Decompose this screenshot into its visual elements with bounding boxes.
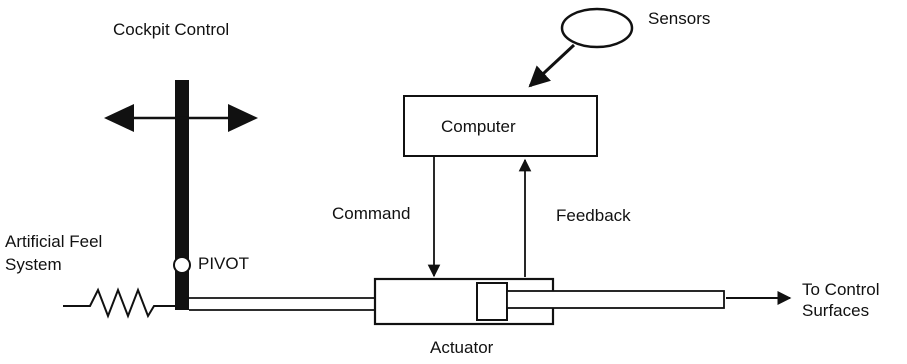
- cockpit-control-label: Cockpit Control: [113, 20, 230, 39]
- stick-motion-arrowhead-left: [104, 104, 134, 132]
- cockpit-control-stick: [175, 80, 189, 310]
- sensors-ellipse: [560, 7, 634, 49]
- actuator-label: Actuator: [430, 338, 494, 357]
- to-control-label-line2: Surfaces: [802, 301, 870, 320]
- artificial-feel-spring: [63, 287, 176, 319]
- pivot-label: PIVOT: [198, 254, 250, 273]
- sensors-to-computer-arrow: [528, 43, 576, 88]
- sensors-label: Sensors: [648, 9, 711, 28]
- artificial-feel-label-line2: System: [5, 255, 62, 274]
- actuator-piston: [476, 282, 508, 321]
- artificial-feel-label-line1: Artificial Feel: [5, 232, 103, 251]
- command-label: Command: [332, 204, 411, 223]
- computer-label: Computer: [441, 117, 516, 136]
- stick-motion-arrowhead-right: [228, 104, 258, 132]
- pivot-circle: [173, 256, 191, 274]
- actuator-output-rod: [506, 290, 725, 309]
- to-control-label-line1: To Control: [802, 280, 880, 299]
- feedback-label: Feedback: [556, 206, 631, 225]
- computer-box: [403, 95, 598, 157]
